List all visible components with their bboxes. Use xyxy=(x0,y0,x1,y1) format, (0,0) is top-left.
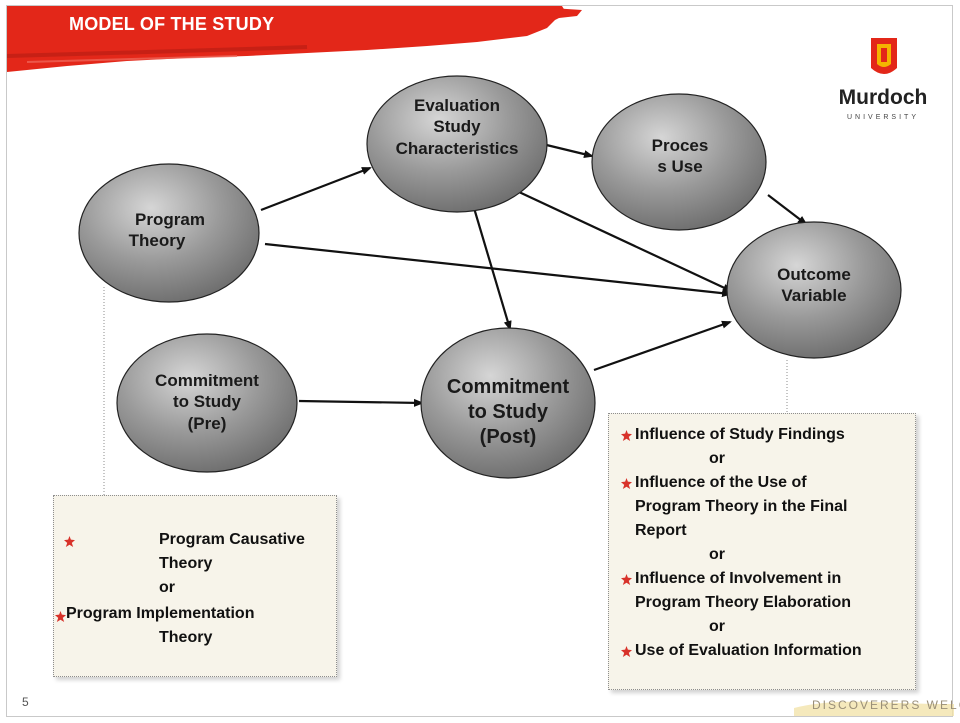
bullet-icon xyxy=(621,478,632,489)
box-line: Theory xyxy=(159,555,213,572)
bullet-icon xyxy=(621,646,632,657)
box-line: Influence of the Use of xyxy=(635,474,807,491)
box-line: Influence of Study Findings xyxy=(635,426,845,443)
node-commitment-pre xyxy=(116,333,298,473)
label-line: Study xyxy=(433,117,481,137)
label-line: Evaluation xyxy=(414,96,500,115)
footer-brush xyxy=(794,701,954,716)
label-commitment-pre: Commitment to Study (Pre) xyxy=(132,370,282,434)
label-line: to Study xyxy=(468,401,548,423)
box-line: or xyxy=(709,546,725,563)
arrow-evaluation-to-post xyxy=(472,207,512,331)
label-line: Theory xyxy=(128,231,186,251)
arrow-post-to-outcome xyxy=(593,320,732,372)
node-commitment-post xyxy=(420,327,596,479)
program-theory-types-box: Program Causative Theory or Program Impl… xyxy=(53,495,337,677)
arrow-process-to-outcome xyxy=(767,194,808,226)
label-line: s Use xyxy=(657,157,703,177)
page-number: 5 xyxy=(22,695,29,709)
box-line: Use of Evaluation Information xyxy=(635,642,862,659)
logo-wordmark: Murdoch xyxy=(838,86,928,109)
node-outcome xyxy=(726,221,902,359)
label-program-theory: Program Theory xyxy=(100,209,240,252)
box-line: Program Implementation xyxy=(66,605,255,622)
box-line: or xyxy=(709,450,725,467)
box-line: Program Theory in the Final xyxy=(635,498,848,515)
slide-title: MODEL OF THE STUDY xyxy=(69,14,275,34)
box-line: Influence of Involvement in xyxy=(635,570,842,587)
label-line: Outcome xyxy=(777,265,851,284)
bullet-icon xyxy=(55,611,66,622)
label-commitment-post: Commitment to Study (Post) xyxy=(428,375,588,450)
bullet-icon xyxy=(621,430,632,441)
label-line: to Study xyxy=(173,392,241,412)
label-outcome: Outcome Variable xyxy=(747,264,881,307)
arrow-pre-to-post xyxy=(298,398,424,407)
label-line: (Post) xyxy=(479,426,537,448)
label-line: Commitment xyxy=(446,376,570,398)
header-brush xyxy=(7,6,582,72)
box-line: Report xyxy=(635,522,687,539)
label-evaluation-study: Evaluation Study Characteristics xyxy=(376,95,538,159)
arrow-program-to-outcome xyxy=(264,242,732,298)
node-evaluation-study xyxy=(366,75,548,213)
bullet-icon xyxy=(621,574,632,585)
label-process-use: Proces s Use xyxy=(620,135,740,178)
box-line: Theory xyxy=(159,629,213,646)
label-line: Program xyxy=(135,210,205,229)
box-line: Program Theory Elaboration xyxy=(635,594,852,611)
box-line: or xyxy=(709,618,725,635)
label-line: Proces xyxy=(651,136,709,155)
label-line: (Pre) xyxy=(187,413,227,433)
label-line: Characteristics xyxy=(395,138,519,158)
logo-subtitle: UNIVERSITY xyxy=(846,114,919,121)
node-program-theory xyxy=(78,163,260,303)
arrow-evaluation-to-outcome xyxy=(518,191,733,292)
arrow-program-to-evaluation xyxy=(260,166,372,212)
box-line: or xyxy=(159,579,175,596)
box-line: Program Causative xyxy=(159,531,305,548)
outcome-variables-box: Influence of Study Findings or Influence… xyxy=(608,413,916,690)
footer-tagline: DISCOVERERS WELCOME xyxy=(812,698,960,712)
label-line: Variable xyxy=(781,286,847,306)
node-process-use xyxy=(591,93,767,231)
label-line: Commitment xyxy=(155,371,259,390)
bullet-icon xyxy=(64,536,75,547)
crest-icon xyxy=(871,38,897,74)
